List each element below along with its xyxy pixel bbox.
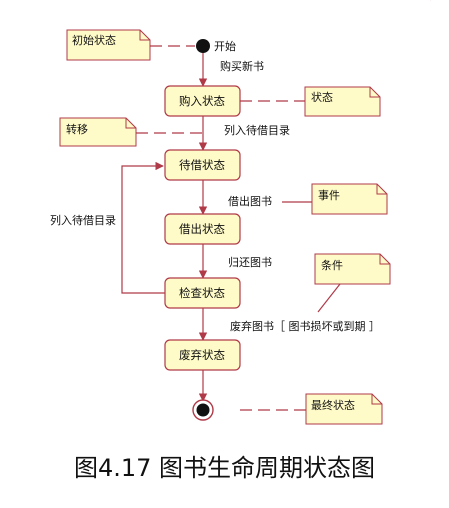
start-label: 开始 bbox=[214, 39, 236, 53]
note-state: 状态 bbox=[304, 86, 381, 117]
transitions bbox=[121, 53, 208, 402]
state-inspect: 检查状态 bbox=[164, 277, 241, 309]
label-list-to-borrow-left: 列入待借目录 bbox=[50, 213, 116, 227]
initial-node bbox=[196, 39, 210, 53]
state-diagram: 初始状态 状态 转移 事件 条件 最终状态 开始 bbox=[50, 29, 391, 425]
state-purchased: 购入状态 bbox=[164, 85, 241, 117]
state-discarded-label: 废弃状态 bbox=[179, 348, 225, 362]
state-purchased-label: 购入状态 bbox=[179, 94, 225, 108]
note-state-label: 状态 bbox=[311, 90, 333, 104]
note-event-label: 事件 bbox=[318, 189, 340, 202]
label-buy-new-book: 购买新书 bbox=[220, 59, 264, 73]
state-waiting: 待借状态 bbox=[164, 149, 241, 181]
state-discarded: 废弃状态 bbox=[164, 339, 241, 371]
label-return-book: 归还图书 bbox=[228, 255, 272, 269]
state-borrowed: 借出状态 bbox=[164, 213, 241, 245]
note-final-state: 最终状态 bbox=[305, 393, 383, 425]
note-event: 事件 bbox=[311, 183, 388, 215]
note-initial-label: 初始状态 bbox=[72, 33, 116, 47]
note-condition-label: 条件 bbox=[321, 258, 343, 272]
note-final-label: 最终状态 bbox=[311, 398, 355, 412]
label-list-to-borrow-right: 列入待借目录 bbox=[224, 123, 290, 137]
state-waiting-label: 待借状态 bbox=[179, 158, 225, 172]
state-inspect-label: 检查状态 bbox=[179, 286, 225, 300]
note-transfer-label: 转移 bbox=[66, 122, 88, 136]
note-transfer: 转移 bbox=[59, 117, 137, 147]
figure-caption: 图4.17 图书生命周期状态图 bbox=[73, 454, 376, 482]
final-node bbox=[192, 399, 214, 421]
note-condition: 条件 bbox=[314, 253, 391, 285]
note-connectors bbox=[136, 45, 306, 411]
condition-connector bbox=[317, 283, 341, 313]
state-borrowed-label: 借出状态 bbox=[179, 222, 225, 236]
label-discard-guard: 废弃图书［ 图书损坏或到期 ］ bbox=[230, 319, 380, 333]
label-borrow-out: 借出图书 bbox=[228, 194, 272, 208]
note-initial-state: 初始状态 bbox=[66, 29, 151, 61]
